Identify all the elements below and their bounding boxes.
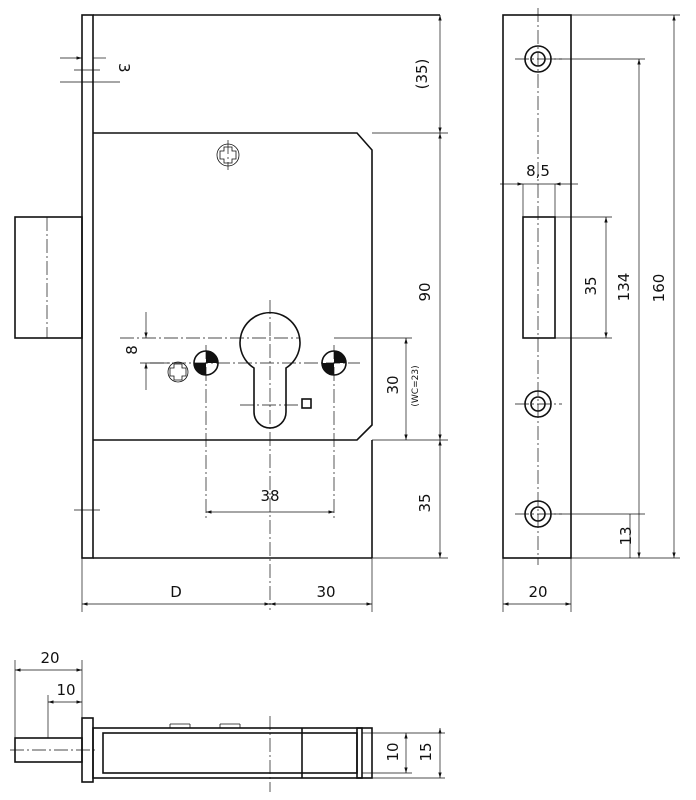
front-dimensions — [60, 15, 448, 612]
latch-bolt — [14, 216, 83, 339]
bolt-slot — [522, 216, 556, 339]
dim-wc: (WC=23) — [411, 365, 421, 406]
dim-case-depth-right: 30 — [316, 583, 335, 601]
dim-case-thickness-outer: 15 — [417, 742, 435, 761]
dim-backset-bottom: 35 — [416, 493, 434, 512]
dim-top-offset: (35) — [413, 59, 431, 90]
top-case — [92, 727, 363, 779]
case-cover — [93, 132, 373, 441]
front-view — [14, 14, 440, 610]
dim-bottom-offset: 13 — [617, 526, 635, 545]
side-view — [502, 8, 572, 565]
cylinder-cutout — [239, 311, 301, 429]
dim-faceplate-width: 20 — [528, 583, 547, 601]
faceplate — [81, 14, 94, 559]
side-faceplate — [502, 14, 572, 559]
dim-strike-width: 8,5 — [526, 162, 550, 180]
dim-case-thickness-inner: 10 — [384, 742, 402, 761]
side-dimensions — [500, 14, 680, 612]
top-view — [10, 716, 373, 792]
dim-hole-offset: 8 — [123, 345, 141, 355]
dim-fixing-distance: 134 — [615, 273, 633, 302]
top-dimensions — [14, 660, 445, 779]
screw-icon — [167, 361, 189, 383]
dim-strike-bolt-height: 35 — [582, 276, 600, 295]
dim-cylinder-spacing: 30 — [384, 375, 402, 394]
dim-backset: D — [170, 583, 182, 601]
dim-bolt-length: 20 — [40, 649, 59, 667]
dim-case-height: 90 — [416, 282, 434, 301]
dim-bolt-width: 10 — [56, 681, 75, 699]
dim-total-height: 160 — [650, 274, 668, 303]
dim-screw-spacing: 38 — [260, 487, 279, 505]
square-mark — [301, 398, 312, 409]
dim-faceplate-thickness: 3 — [115, 63, 133, 73]
